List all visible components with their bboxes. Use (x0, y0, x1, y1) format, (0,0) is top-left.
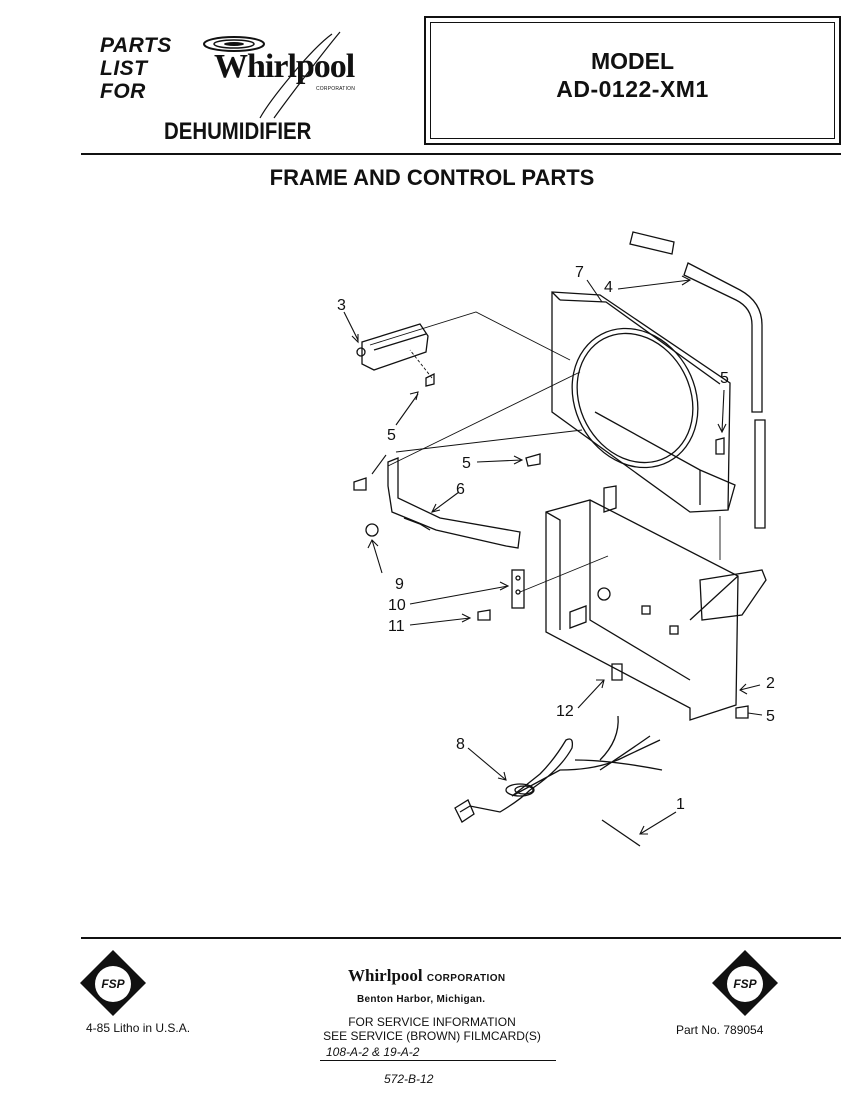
section-title: FRAME AND CONTROL PARTS (269, 165, 595, 190)
callout-12: 12 (556, 703, 574, 720)
callout-5-bottom: 5 (766, 708, 775, 725)
litho-note: 4-85 Litho in U.S.A. (86, 1021, 191, 1035)
parts-list-line2: LIST (100, 57, 148, 80)
callout-5-right: 5 (720, 370, 729, 387)
footer-corp-name: Whirlpool (348, 966, 423, 985)
callout-11: 11 (388, 618, 405, 635)
brand-tag: CORPORATION (316, 86, 356, 92)
whirlpool-swirl-icon (203, 31, 341, 119)
gasket-top (629, 231, 675, 255)
gasket-corner (683, 262, 763, 413)
header-rule (81, 153, 841, 155)
callout-7: 7 (575, 264, 584, 281)
exploded-parts-diagram (343, 231, 767, 847)
part-number: Part No. 789054 (676, 1023, 764, 1037)
model-label: MODEL (590, 48, 675, 74)
fan-opening (571, 327, 699, 469)
callout-8: 8 (456, 736, 465, 753)
parts-list-line1: PARTS (100, 34, 172, 57)
footer-rule (81, 937, 841, 939)
footer-city: Benton Harbor, Michigan. (357, 994, 486, 1005)
model-box: MODEL AD-0122-XM1 (424, 16, 841, 145)
model-number: AD-0122-XM1 (556, 76, 709, 102)
callout-4: 4 (604, 279, 613, 296)
callout-10: 10 (388, 597, 406, 614)
service-line2: SEE SERVICE (BROWN) FILMCARD(S) (323, 1029, 541, 1043)
power-cord (459, 738, 661, 813)
footer-corp-suffix: CORPORATION (426, 973, 506, 984)
callout-1: 1 (676, 796, 685, 813)
callout-5-mid: 5 (462, 455, 471, 472)
filmcard-numbers: 108-A-2 & 19-A-2 (326, 1045, 420, 1059)
callout-9: 9 (395, 576, 404, 593)
control-box (545, 499, 739, 721)
filmcard-underline (320, 1060, 556, 1061)
bracket-3 (361, 323, 429, 371)
callout-2: 2 (766, 675, 775, 692)
service-info: FOR SERVICE INFORMATION SEE SERVICE (BRO… (300, 1015, 564, 1043)
fsp-badge-icon: FSP (80, 950, 146, 1016)
service-line1: FOR SERVICE INFORMATION (348, 1015, 516, 1029)
parts-list-heading: PARTS LIST FOR (100, 34, 172, 103)
callout-5-left: 5 (387, 427, 396, 444)
svg-text:FSP: FSP (101, 977, 125, 991)
callout-3: 3 (337, 297, 346, 314)
svg-text:FSP: FSP (733, 977, 757, 991)
footer-corp: Whirlpool CORPORATION (348, 966, 506, 986)
terminal-block (511, 569, 525, 609)
brand-logo: Whirlpool (214, 48, 355, 85)
callout-6: 6 (456, 481, 465, 498)
fsp-badge-icon: FSP (712, 950, 778, 1016)
wire-1 (601, 819, 641, 847)
gasket-side (754, 419, 766, 529)
handwritten-code: 572-B-12 (384, 1072, 434, 1086)
product-name: DEHUMIDIFIER (164, 118, 312, 145)
parts-list-line3: FOR (100, 80, 146, 103)
bracket-6 (387, 457, 521, 549)
